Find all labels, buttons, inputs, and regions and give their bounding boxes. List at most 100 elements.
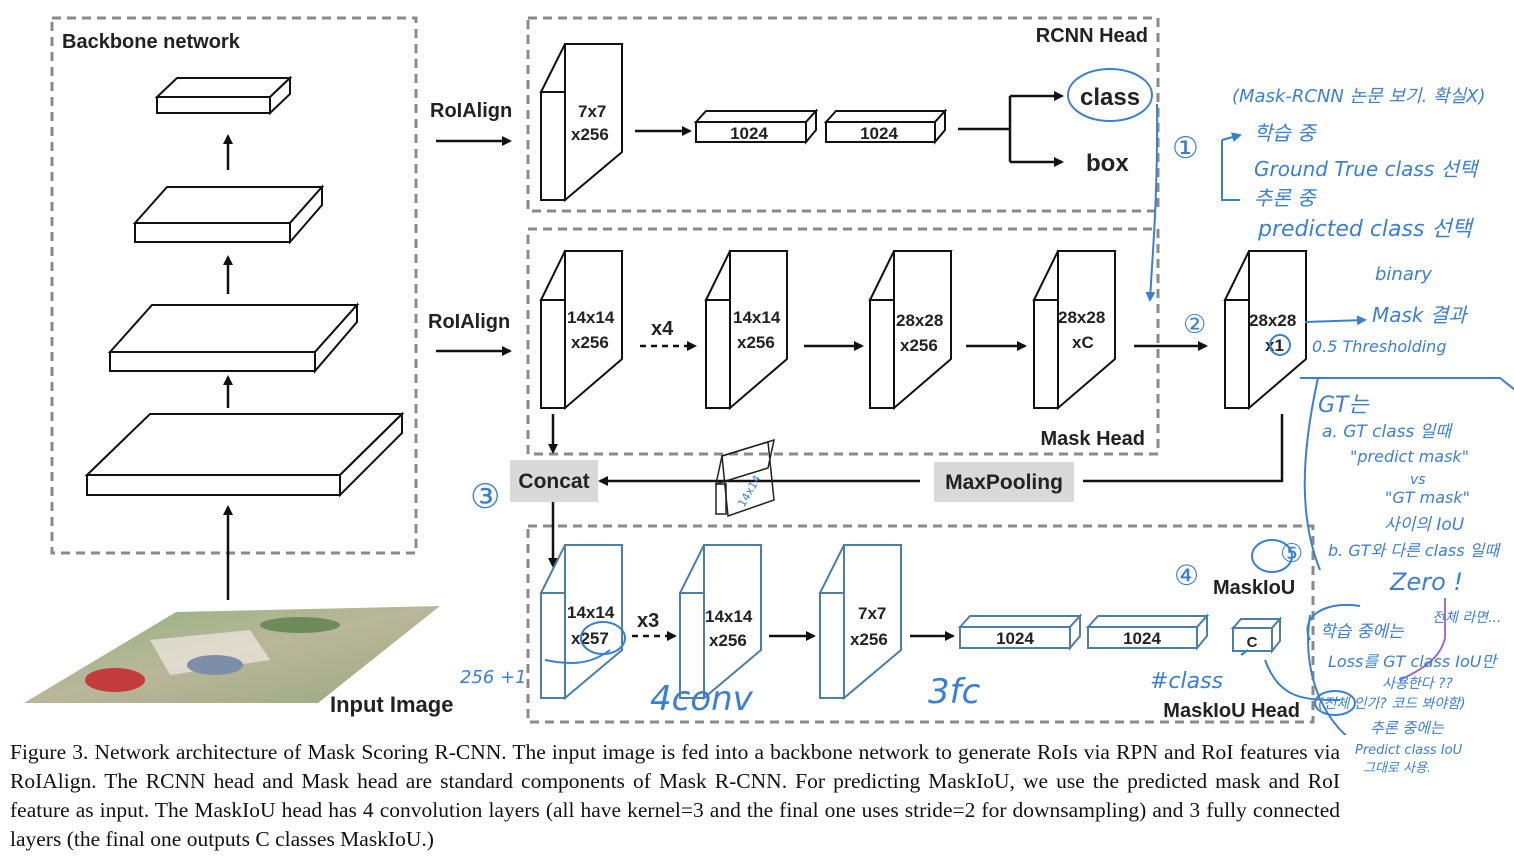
mask-4-ch: xC (1072, 333, 1094, 352)
input-image (24, 606, 440, 703)
note-threshold: 0.5 Thresholding (1312, 337, 1446, 356)
note-num5: ⑤ (1280, 539, 1303, 569)
iou-1-dim: 14x14 (567, 603, 615, 622)
backbone-slab-3 (107, 302, 360, 374)
rcnn-head-title: RCNN Head (1036, 25, 1148, 47)
roialign-label-2: RoIAlign (428, 311, 510, 333)
maxpooling-box (934, 462, 1074, 502)
note-pred-class: predicted class 선택 (1257, 217, 1475, 242)
iou-3-dim: 7x7 (858, 604, 886, 623)
rcnn-feat-ch: x256 (571, 125, 609, 144)
iou-fc-b-label: 1024 (1123, 629, 1161, 648)
iou-fc-a (957, 613, 1083, 651)
infer-note-2: Predict class IoU (1355, 743, 1463, 758)
note-num4: ④ (1174, 559, 1199, 592)
note-num3: ③ (470, 477, 500, 517)
concat-box (510, 460, 598, 502)
roialign-label-1: RoIAlign (430, 100, 512, 122)
mask-block-4 (1032, 250, 1117, 411)
train-note-2: Loss를 GT class IoU만 (1328, 652, 1498, 671)
class-output-label: class (1080, 84, 1140, 111)
backbone-slab-4 (84, 411, 405, 498)
iou-output-block (1230, 616, 1283, 654)
mask-4-dim: 28x28 (1058, 308, 1105, 327)
rcnn-feature-block (539, 43, 624, 203)
architecture-diagram: Backbone network RCNN Head Mask Head Mas… (24, 16, 1514, 735)
note-top: (Mask-RCNN 논문 보기. 확실X) (1232, 86, 1485, 107)
mask-head-frame (526, 227, 1160, 456)
note-mask-result: Mask 결과 (1372, 303, 1468, 327)
iou-out-label: C (1247, 634, 1258, 651)
mask-out-dim: 28x28 (1249, 311, 1296, 330)
infer-note-1: 추론 중에는 (1370, 719, 1445, 735)
mask-head-title: Mask Head (1041, 428, 1146, 450)
note-3fc: 3fc (928, 672, 981, 712)
mask-2-dim: 14x14 (733, 308, 781, 327)
iou-2-ch: x256 (709, 631, 747, 650)
note-infer: 추론 중 (1254, 186, 1317, 210)
gt-vs: vs (1410, 472, 1426, 488)
note-gt-class: Ground True class 선택 (1254, 157, 1480, 181)
note-train: 학습 중 (1254, 121, 1317, 145)
note-plus: 256 +1 (460, 667, 527, 688)
mask-1-dim: 14x14 (567, 308, 615, 327)
gt-mask: "GT mask" (1385, 488, 1470, 507)
rcnn-feat-dim: 7x7 (578, 102, 606, 121)
maxpooling-label: MaxPooling (945, 471, 1063, 494)
rcnn-fc-a-label: 1024 (730, 124, 768, 143)
train-note-1: 학습 중에는 (1320, 622, 1405, 642)
gt-zero: Zero ! (1389, 568, 1463, 596)
backbone-slab-2 (132, 184, 325, 245)
mask-output-block (1223, 250, 1308, 411)
maskiou-label: MaskIoU (1213, 577, 1295, 599)
box-output-label: box (1086, 150, 1129, 177)
rcnn-fc-b (823, 108, 948, 145)
pooling-sketch-label: 14x14 (735, 473, 764, 509)
iou-1-ch: x257 (571, 629, 609, 648)
rcnn-fc-b-label: 1024 (860, 124, 898, 143)
gt-iou: 사이의 IoU (1384, 515, 1465, 535)
mask-out-ch: x1 (1265, 336, 1284, 355)
mask-3-ch: x256 (900, 336, 938, 355)
iou-3-ch: x256 (850, 630, 888, 649)
gt-predict: "predict mask" (1350, 447, 1469, 466)
mask-3-dim: 28x28 (896, 311, 943, 330)
mask-1-ch: x256 (571, 333, 609, 352)
note-num2: ② (1183, 310, 1206, 340)
train-note-3: 사용한다 ?? (1382, 676, 1453, 692)
iou-block-3 (818, 544, 903, 701)
note-binary: binary (1375, 264, 1432, 285)
mask-2-ch: x256 (737, 333, 775, 352)
backbone-layers (84, 75, 405, 498)
iou-block-1 (539, 544, 624, 701)
mask-block-2 (704, 250, 789, 411)
iou-2-dim: 14x14 (705, 607, 753, 626)
gt-b: b. GT와 다른 class 일때 (1328, 541, 1501, 560)
iou-block-2 (678, 544, 763, 701)
x3-label: x3 (637, 610, 659, 632)
iou-fc-a-label: 1024 (996, 629, 1034, 648)
note-num1: ① (1172, 131, 1199, 166)
concat-label: Concat (518, 470, 589, 493)
infer-note-3: 그대로 사용. (1363, 761, 1432, 776)
note-4conv: 4conv (650, 679, 754, 719)
pooling-sketch (714, 438, 776, 518)
rcnn-fc-a (693, 108, 819, 145)
mask-block-1 (539, 250, 624, 411)
x4-label: x4 (651, 318, 674, 340)
input-image-label: Input Image (330, 692, 453, 717)
backbone-slab-1 (154, 75, 293, 116)
figure-caption: Figure 3. Network architecture of Mask S… (10, 740, 1340, 851)
note-hash-class: #class (1150, 669, 1223, 694)
backbone-frame (50, 16, 418, 555)
gt-a: a. GT class 일때 (1322, 422, 1453, 442)
train-note-4: (전체 인가? 코드 봐야함) (1318, 696, 1466, 712)
maskiou-head-frame (526, 524, 1315, 724)
note-jeonche: 전체 라면... (1432, 610, 1501, 626)
infer-notes-bottom: Predict class IoU 그대로 사용. (1355, 742, 1514, 778)
gt-title: GT는 (1318, 393, 1370, 418)
mask-block-3 (868, 250, 953, 411)
maskiou-head-title: MaskIoU Head (1163, 700, 1300, 722)
iou-fc-b (1085, 613, 1210, 651)
backbone-title: Backbone network (62, 31, 241, 53)
